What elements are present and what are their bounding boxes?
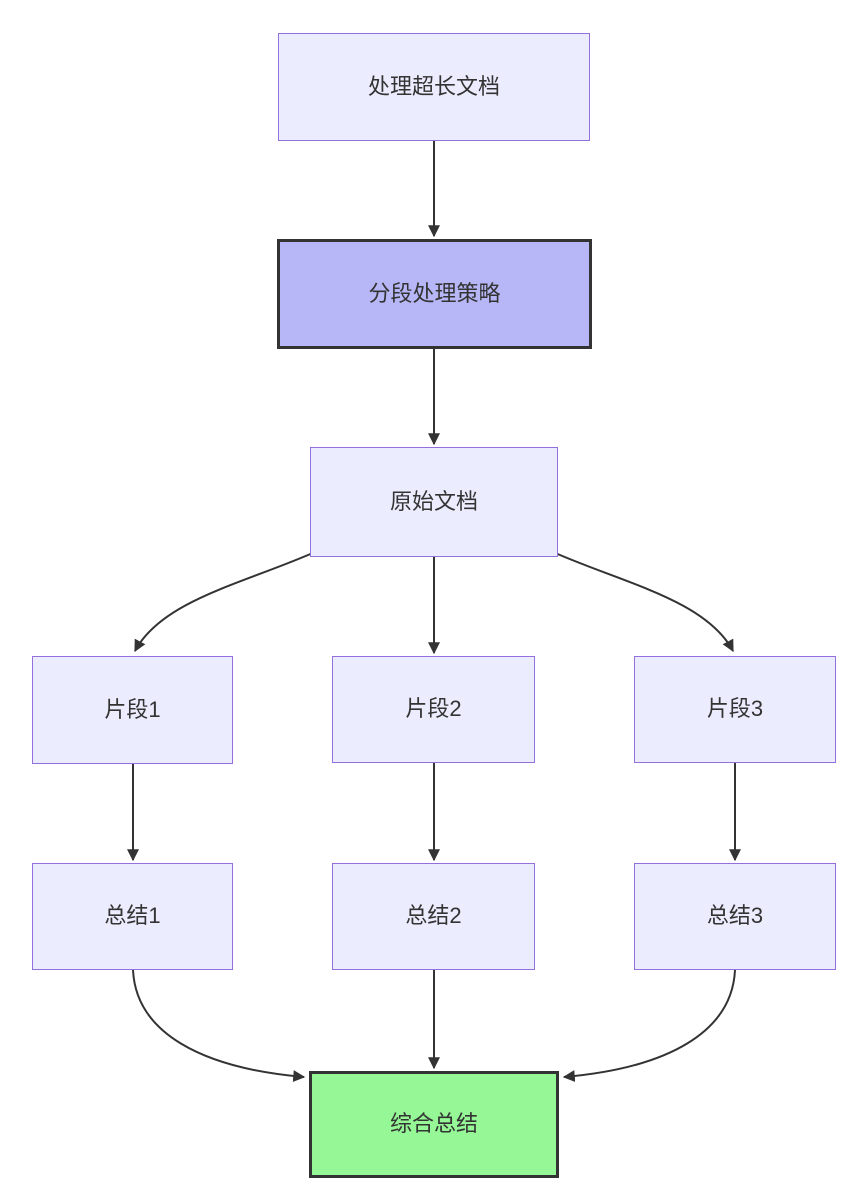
node-summary-3: 总结3	[634, 863, 836, 970]
node-label: 总结3	[706, 903, 764, 929]
edge-doc-frag1	[134, 551, 316, 653]
node-label: 分段处理策略	[368, 280, 501, 306]
node-process-long-document: 处理超长文档	[278, 33, 590, 141]
node-label: 片段1	[104, 696, 161, 722]
edge-sum3-final	[562, 969, 736, 1083]
node-combined-summary: 综合总结	[309, 1071, 559, 1178]
edge-doc-frag3	[552, 551, 734, 653]
node-segmentation-strategy: 分段处理策略	[277, 239, 592, 349]
node-label: 片段3	[706, 696, 764, 722]
node-label: 总结1	[104, 903, 161, 929]
node-label: 片段2	[405, 696, 462, 722]
node-original-document: 原始文档	[310, 447, 558, 557]
node-fragment-3: 片段3	[634, 656, 836, 763]
node-summary-2: 总结2	[332, 863, 535, 970]
node-fragment-1: 片段1	[32, 656, 233, 764]
node-label: 原始文档	[389, 488, 478, 514]
node-label: 总结2	[405, 903, 462, 929]
node-fragment-2: 片段2	[332, 656, 535, 763]
node-label: 综合总结	[389, 1111, 478, 1137]
node-label: 处理超长文档	[367, 73, 500, 99]
node-summary-1: 总结1	[32, 863, 233, 970]
edge-sum1-final	[132, 969, 306, 1083]
